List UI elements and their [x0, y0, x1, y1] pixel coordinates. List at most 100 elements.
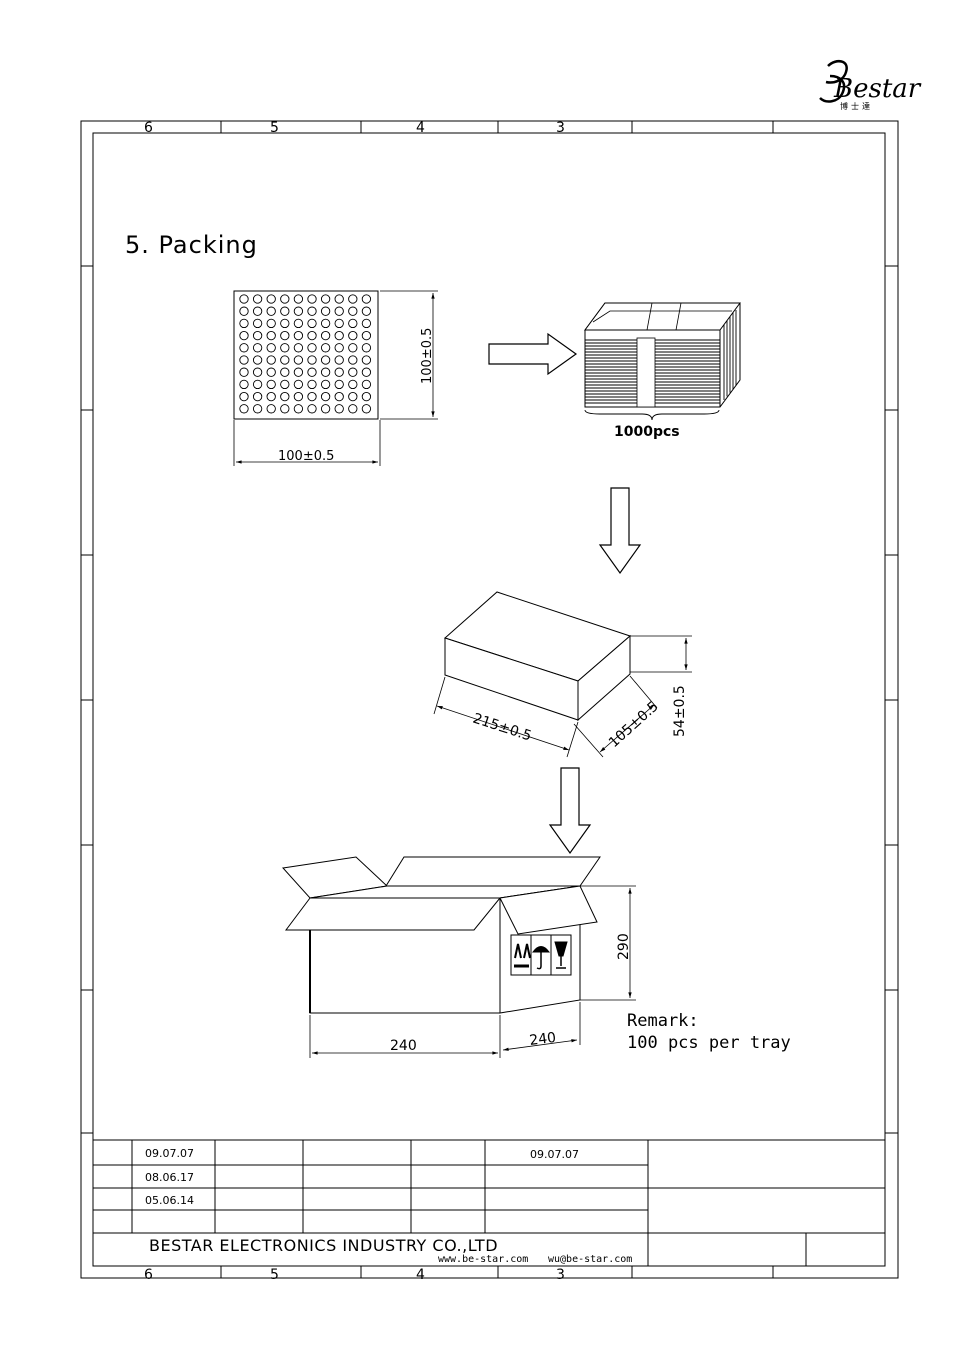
- tray-hole: [267, 392, 275, 400]
- tray-hole: [308, 295, 316, 303]
- tray-hole: [281, 405, 289, 413]
- tray-hole: [267, 295, 275, 303]
- tray-hole: [308, 368, 316, 376]
- tray-hole: [240, 392, 248, 400]
- arrow-down-2: [550, 768, 590, 853]
- tray-hole: [349, 331, 357, 339]
- top-zone-labels: 6 5 4 3: [144, 120, 565, 136]
- tray-hole: [267, 331, 275, 339]
- tray-hole: [321, 295, 329, 303]
- tray-hole: [267, 356, 275, 364]
- tray-hole: [335, 392, 343, 400]
- tray-hole: [294, 392, 302, 400]
- tray-hole: [294, 356, 302, 364]
- tray-hole: [253, 392, 261, 400]
- tray-hole: [321, 319, 329, 327]
- tray-hole: [349, 368, 357, 376]
- tray-hole: [335, 380, 343, 388]
- zone-label: 6: [144, 1267, 153, 1283]
- tray-hole: [281, 331, 289, 339]
- section-title: 5. Packing: [125, 231, 258, 259]
- tray-hole: [294, 331, 302, 339]
- tray-hole: [335, 356, 343, 364]
- tray-hole: [253, 307, 261, 315]
- tray-hole: [281, 295, 289, 303]
- carton-width-label: 240: [529, 1030, 557, 1049]
- tray-hole: [349, 344, 357, 352]
- company-name: BESTAR ELECTRONICS INDUSTRY CO.,LTD: [149, 1236, 498, 1255]
- zone-label: 4: [416, 1267, 425, 1283]
- tray-hole: [253, 331, 261, 339]
- inner-box-width-label: 105±0.5: [606, 698, 662, 751]
- tray-height-label: 100±0.5: [420, 328, 435, 384]
- tray-hole: [253, 368, 261, 376]
- revision-date: 08.06.17: [145, 1171, 194, 1184]
- tray-hole: [253, 319, 261, 327]
- tray-hole: [321, 307, 329, 315]
- logo-brand: Bestar: [833, 74, 922, 104]
- tray-hole: [335, 307, 343, 315]
- inner-box-length-label: 215±0.5: [471, 711, 534, 745]
- tray-hole: [362, 331, 370, 339]
- tray-hole: [240, 319, 248, 327]
- bottom-zone-labels: 6 5 4 3: [144, 1267, 565, 1283]
- tray-hole: [240, 405, 248, 413]
- company-website: www.be-star.com: [438, 1254, 528, 1265]
- tray-hole: [294, 307, 302, 315]
- tray-hole: [267, 307, 275, 315]
- tray-hole: [308, 405, 316, 413]
- tray-hole: [362, 307, 370, 315]
- approval-date: 09.07.07: [530, 1148, 579, 1161]
- tray-hole: [294, 295, 302, 303]
- arrow-down-1: [600, 488, 640, 573]
- tray-hole: [308, 307, 316, 315]
- tray-hole: [321, 405, 329, 413]
- tray-hole: [267, 405, 275, 413]
- arrow-right: [489, 334, 576, 374]
- tray-hole: [253, 380, 261, 388]
- tray-hole: [281, 307, 289, 315]
- tray-hole: [308, 344, 316, 352]
- zone-label: 5: [270, 1267, 279, 1283]
- tray-hole: [253, 356, 261, 364]
- tray-hole: [349, 392, 357, 400]
- carton-length-label: 240: [390, 1038, 417, 1054]
- tray-hole: [321, 356, 329, 364]
- tray-hole: [362, 356, 370, 364]
- remark-text: 100 pcs per tray: [627, 1033, 791, 1053]
- tray-hole: [267, 319, 275, 327]
- tray-hole: [308, 319, 316, 327]
- tray-hole: [335, 319, 343, 327]
- tray-hole: [335, 331, 343, 339]
- tray-width-label: 100±0.5: [278, 449, 334, 464]
- zone-label: 3: [556, 1267, 565, 1283]
- tray-hole: [281, 380, 289, 388]
- tray-hole: [294, 405, 302, 413]
- revision-date: 05.06.14: [145, 1194, 194, 1207]
- tray-hole: [321, 380, 329, 388]
- tray-hole: [362, 319, 370, 327]
- tray-hole: [362, 368, 370, 376]
- tray-hole: [349, 356, 357, 364]
- remark-title: Remark:: [627, 1011, 699, 1031]
- tray-hole: [267, 344, 275, 352]
- tray-hole: [362, 405, 370, 413]
- tray-hole: [240, 368, 248, 376]
- tray-hole: [362, 392, 370, 400]
- tray-hole: [349, 295, 357, 303]
- tray-hole: [281, 392, 289, 400]
- tray-hole: [335, 405, 343, 413]
- tray-hole: [240, 307, 248, 315]
- tray-hole: [321, 331, 329, 339]
- tray-hole: [335, 295, 343, 303]
- tray-hole: [321, 392, 329, 400]
- tray-hole: [281, 319, 289, 327]
- tray-hole: [294, 368, 302, 376]
- company-email: wu@be-star.com: [548, 1254, 632, 1265]
- tray-hole: [267, 368, 275, 376]
- bestar-logo: Bestar 博士達: [820, 61, 922, 111]
- tray-hole: [308, 356, 316, 364]
- tray-hole: [335, 344, 343, 352]
- tray-hole: [253, 295, 261, 303]
